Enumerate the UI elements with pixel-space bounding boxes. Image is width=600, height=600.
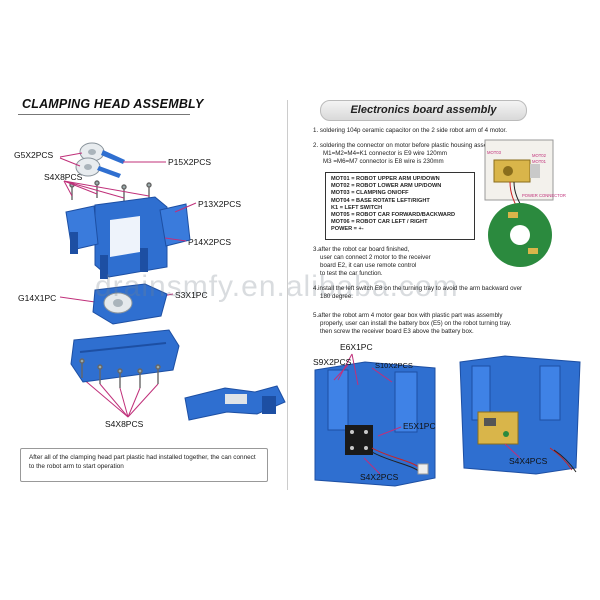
label-p15: P15X2PCS [168,157,211,167]
motor-legend-line: K1 = LEFT SWITCH [331,204,383,211]
column-divider [287,100,288,490]
step-5-line-c: then screw the receiver board E3 above t… [320,328,474,335]
motor-legend-line: MOT04 = BASE ROTATE LEFT/RIGHT [331,197,430,204]
electronics-title: Electronics board assembly [320,100,527,121]
label-e6: E6X1PC [340,342,373,352]
label-g5: G5X2PCS [14,150,54,160]
step-2-line-c: M3 =M6=M7 connector is E8 wire is 230mm [323,158,444,165]
motor-legend-line: POWER = +- [331,226,364,233]
label-s10: S10X2PCS [375,361,413,370]
g14-gear-assembly [92,283,168,325]
motor-legend-box: MOT01 = ROBOT UPPER ARM UP/DOWN MOT02 = … [325,172,475,240]
label-p14: P14X2PCS [188,237,231,247]
clamping-head-illustration [59,142,286,421]
base-with-receiver-board [459,355,581,475]
label-s4-bottom: S4X8PCS [105,419,144,429]
step-3-line-a: 3.after the robot car board finished, [313,246,410,253]
step-4-line-a: 4.install the left switch E8 on the turn… [313,285,523,292]
label-p13: P13X2PCS [198,199,241,209]
motor-legend-line: MOT03 = CLAMPING ON/OFF [331,190,409,197]
photo-label-power: POWER CONNECTOR [522,193,566,198]
step-5-line-b: properly, user can install the battery b… [320,320,512,327]
step-3-line-b: user can connect 2 motor to the receiver [320,254,431,261]
photo-label-mot03: MOT03 [487,150,501,155]
motor-legend-line: MOT02 = ROBOT LOWER ARM UP/DOWN [331,183,442,190]
step-4-line-b: 180 degree. [320,293,354,300]
motor-legend-line: MOT01 = ROBOT UPPER ARM UP/DOWN [331,176,440,182]
label-g14: G14X1PC [18,293,57,303]
step-5-line-a: 5.after the robot arm 4 motor gear box w… [313,312,503,319]
clamping-housing [65,196,191,279]
step-3-line-c: board E2, it can use remote control [320,262,417,269]
label-e5: E5X1PC [403,421,436,431]
motor-legend-line: MOT05 = ROBOT CAR FORWARD/BACKWARD [331,212,456,219]
label-s3: S3X1PC [175,290,208,300]
photo-label-mot01: MOT01 [532,159,546,164]
label-s9: S9X2PCS [313,357,352,367]
step-1: 1. soldering 104p ceramic capacitor on t… [313,127,507,134]
gear-pair-icon [75,142,125,178]
step-2-title: 2. soldering the connector on motor befo… [313,142,502,149]
step-3-line-d: to test the car function. [320,270,383,277]
step-2-line-b: M1=M2=M4=K1 connector is E9 wire 120mm [323,150,447,157]
watermark: drainsmfy.en.alibaba.com [95,270,459,303]
label-s4x2: S4X2PCS [360,472,399,482]
bottom-claw-assembly [70,329,180,388]
clamping-head-title: CLAMPING HEAD ASSEMBLY [22,97,204,111]
assembly-note: After all of the clamping head part plas… [20,448,268,482]
finished-clamp [184,385,286,421]
board-assembly-photos [314,353,581,487]
label-s4x4: S4X4PCS [509,456,548,466]
base-with-battery-box [314,361,436,487]
wired-motor-photo [484,139,554,267]
title-underline [18,114,190,115]
photo-label-mot02: MOT02 [532,153,546,158]
motor-legend-line: MOT06 = ROBOT CAR LEFT / RIGHT [331,219,428,226]
label-s4-top: S4X8PCS [44,172,83,182]
